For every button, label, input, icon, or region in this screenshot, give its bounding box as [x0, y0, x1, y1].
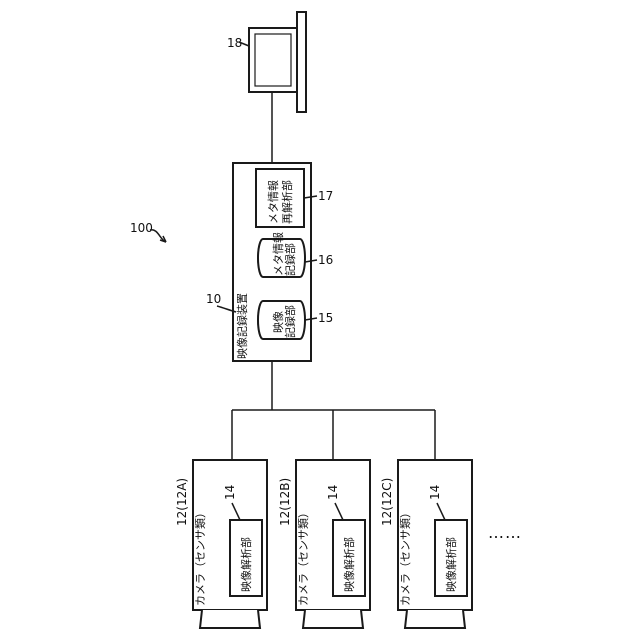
- camera-a-ref: 12(12A): [175, 478, 189, 526]
- camera-b-lens-icon: [303, 610, 363, 628]
- camera-b-label: カメラ（センサ類）: [297, 507, 310, 606]
- monitor-icon: [249, 12, 306, 112]
- meta-reanalysis-ref: 17: [318, 189, 333, 203]
- camera-a-unit-ref: 14: [223, 485, 237, 500]
- more-cameras-ellipsis: ……: [488, 523, 522, 542]
- recorder-ref: 10: [206, 292, 221, 306]
- camera-c-lens-icon: [405, 610, 465, 628]
- camera-c-ref: 12(12C): [380, 478, 394, 526]
- video-storage-line2: 記録部: [283, 305, 297, 338]
- meta-storage-ref: 16: [318, 253, 333, 267]
- camera-a-label: カメラ（センサ類）: [194, 507, 207, 606]
- meta-reanalysis-unit: [256, 169, 304, 227]
- camera-b-unit-label: 映像解析部: [342, 537, 356, 592]
- camera-c-unit-label: 映像解析部: [444, 537, 458, 592]
- camera-c-unit-ref: 14: [428, 485, 442, 500]
- meta-reanalysis-line1: メタ情報: [267, 180, 280, 224]
- meta-reanalysis-line2: 再解析部: [280, 180, 294, 224]
- camera-a-unit-label: 映像解析部: [239, 537, 253, 592]
- camera-a-lens-icon: [200, 610, 260, 628]
- camera-b-ref: 12(12B): [278, 478, 292, 526]
- system-ref: 100: [130, 221, 153, 235]
- camera-b-unit-ref: 14: [326, 485, 340, 500]
- camera-bus-lines: [232, 361, 435, 460]
- meta-storage-line2: 記録部: [283, 243, 297, 276]
- camera-c-label: カメラ（センサ類）: [399, 507, 412, 606]
- recorder-title: 映像記録装置: [235, 293, 249, 359]
- video-storage-ref: 15: [318, 311, 333, 325]
